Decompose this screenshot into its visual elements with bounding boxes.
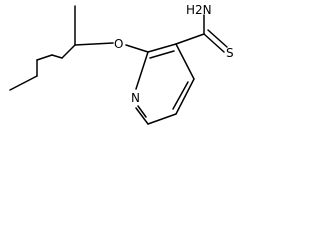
bond-c4-c5 bbox=[175, 78, 195, 115]
oxygen-label: O bbox=[114, 37, 123, 51]
bond-c3-thioc bbox=[175, 33, 205, 45]
bond-ch-oxygen bbox=[74, 42, 114, 46]
sulfur-label: S bbox=[226, 46, 234, 60]
bond-thioc-s-a bbox=[203, 33, 225, 53]
chemical-structure: H2N O S N bbox=[9, 3, 234, 125]
amine-label: H2N bbox=[186, 3, 212, 17]
bond-c4-c5-inner bbox=[172, 81, 189, 110]
bond-c3-c4 bbox=[175, 43, 195, 80]
bond-ch2-ch2 bbox=[51, 54, 63, 59]
bond-thioc-s-b bbox=[207, 29, 228, 48]
bond-c6-n-inner bbox=[137, 105, 147, 118]
bond-c5-c6 bbox=[147, 113, 177, 125]
nitrogen-label: N bbox=[131, 91, 140, 105]
bond-c2-c3-inner bbox=[149, 50, 175, 59]
bond-methyl-c1 bbox=[9, 75, 38, 91]
bond-oxygen-c2 bbox=[125, 44, 149, 53]
bond-n-c2 bbox=[135, 51, 149, 90]
bond-ch-ch2 bbox=[36, 54, 53, 61]
bond-ch2-ch bbox=[61, 44, 76, 59]
bond-c2-c3 bbox=[147, 43, 177, 53]
bond-c6-n bbox=[135, 107, 149, 125]
